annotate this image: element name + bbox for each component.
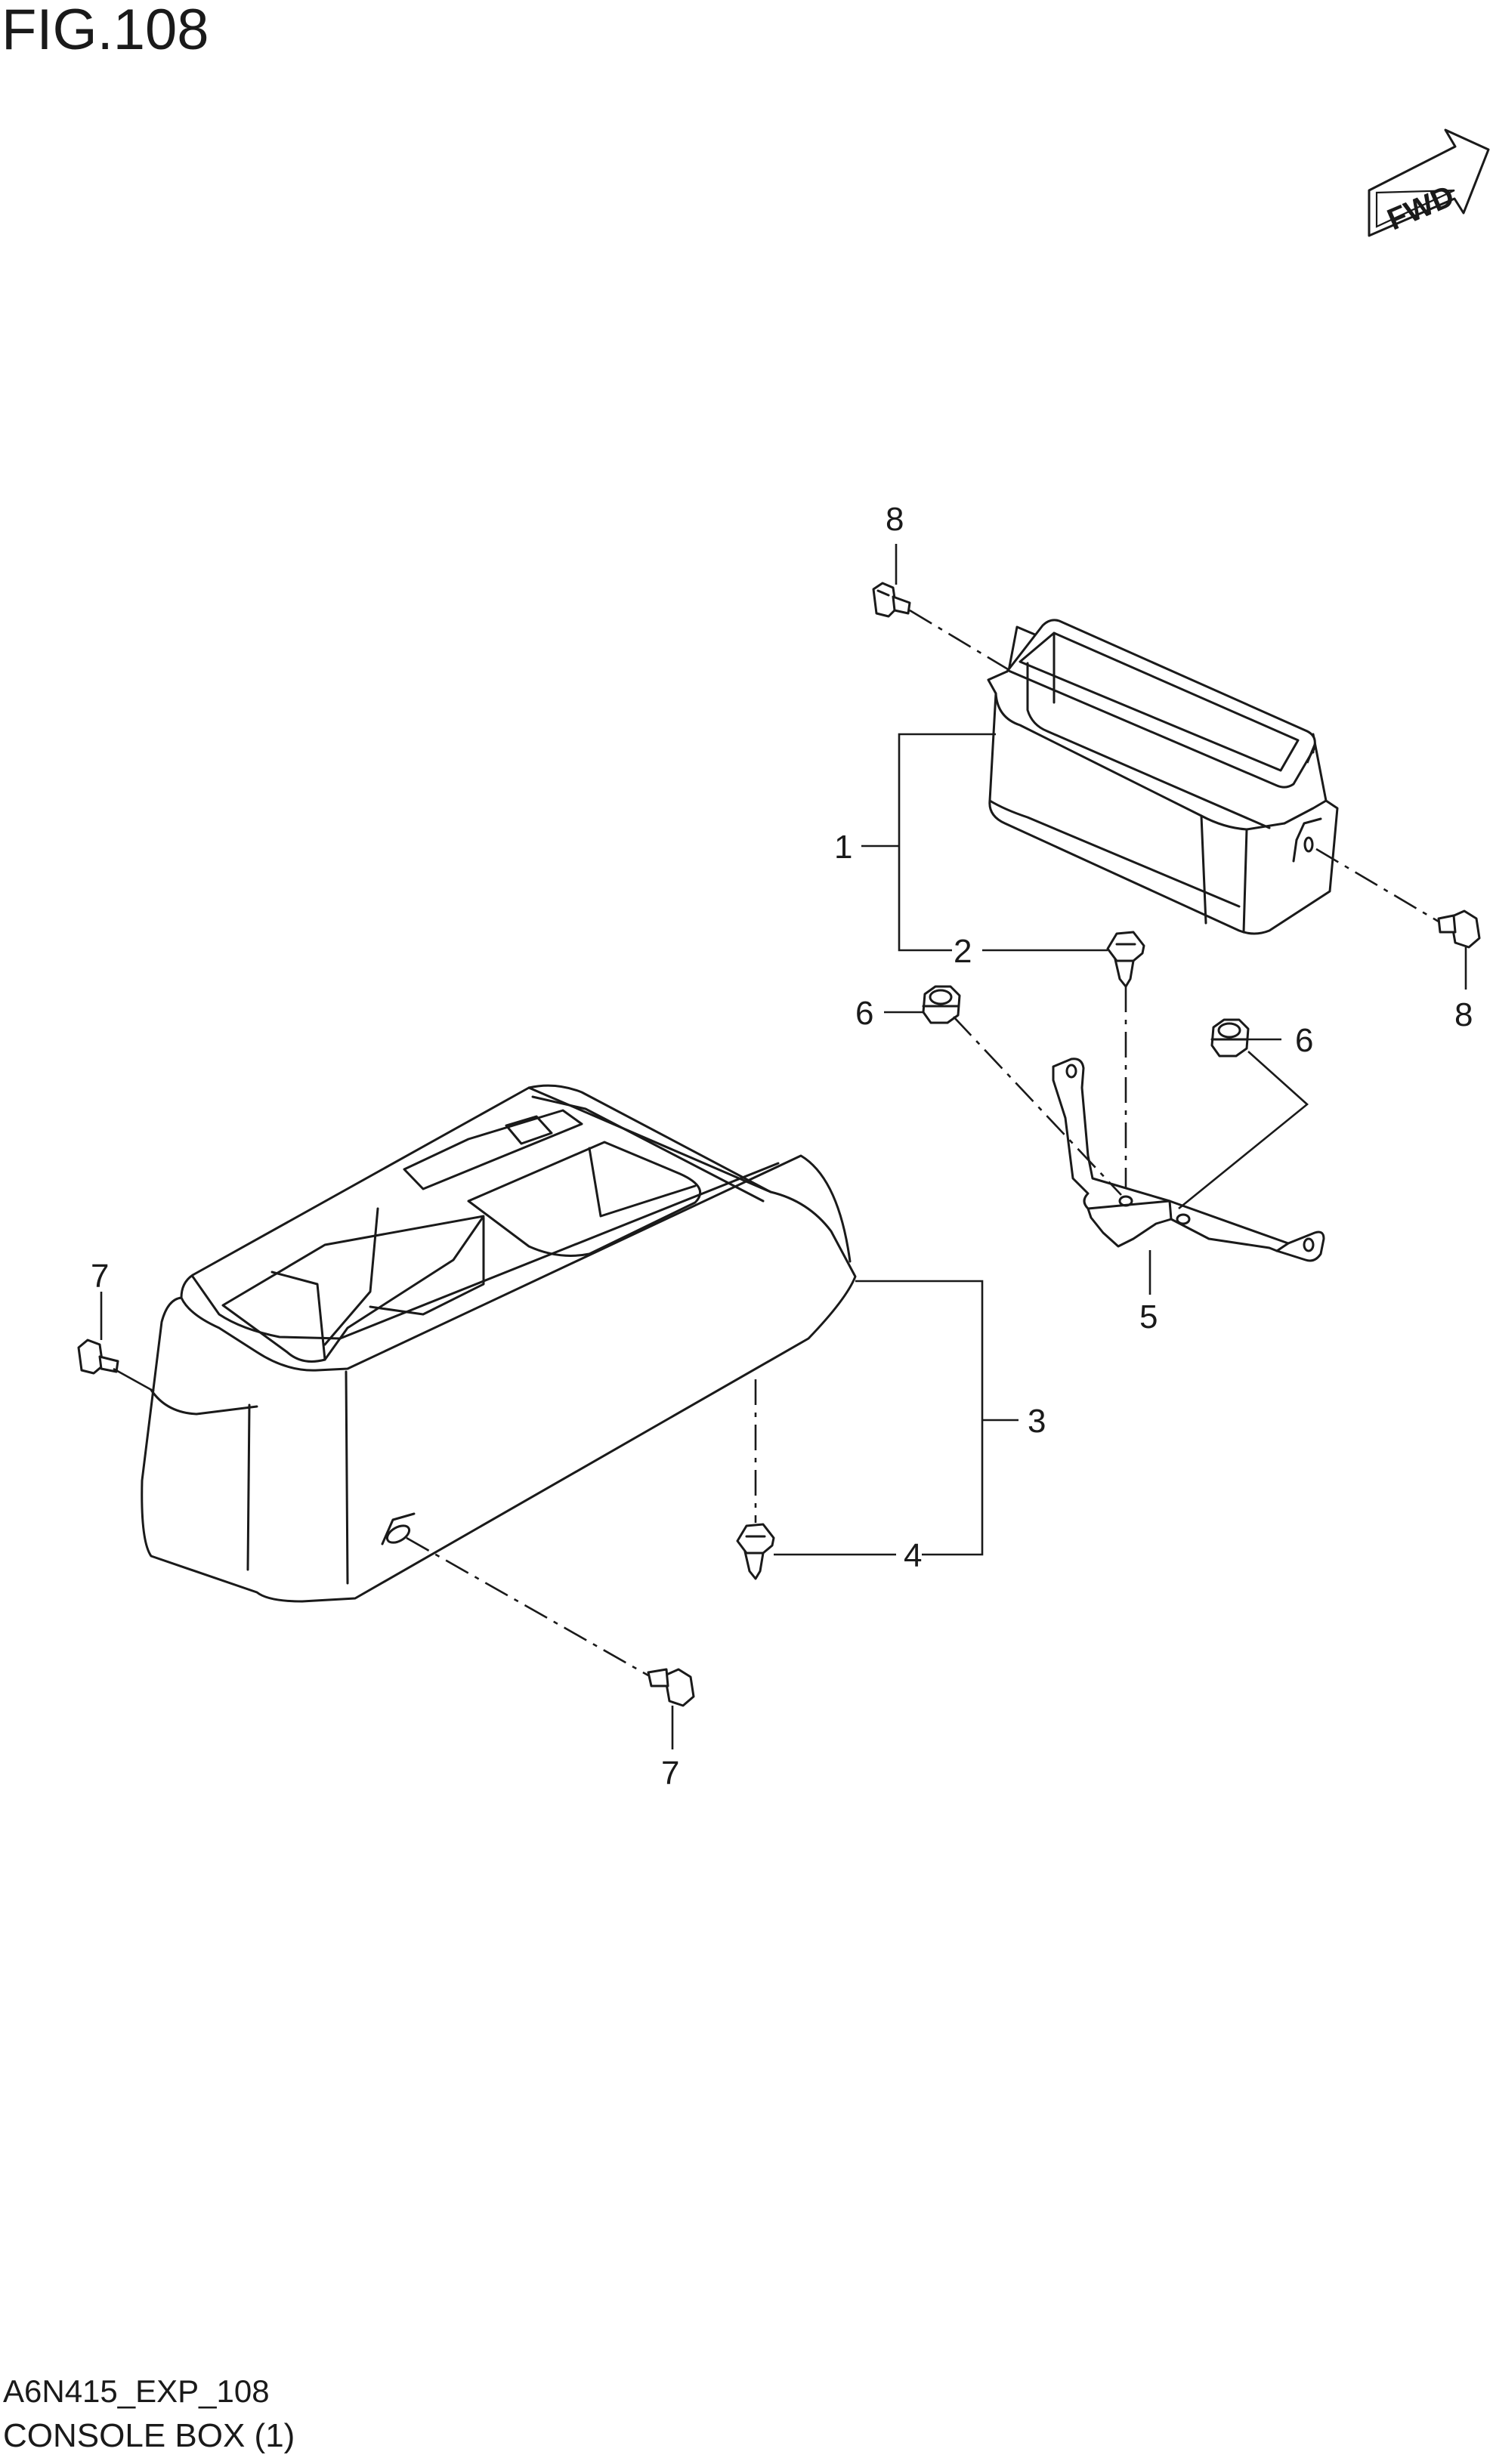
- nut-6-right: [1210, 1018, 1250, 1058]
- leader-3: [855, 1280, 984, 1556]
- clip-4: [736, 1523, 775, 1580]
- figure-code: A6N415_EXP_108: [3, 2373, 270, 2409]
- leader-8-left-part: [113, 1367, 155, 1393]
- lower-console: [141, 1084, 857, 1603]
- callout-7-top: 8: [886, 501, 904, 538]
- upper-console-box: [987, 619, 1339, 935]
- leader-6-right-fork: [1178, 1051, 1309, 1210]
- callout-8-left: 7: [91, 1258, 109, 1295]
- leader-1: [898, 733, 996, 952]
- callout-1: 1: [834, 829, 852, 866]
- assembly-line-7-top: [909, 609, 1009, 671]
- figure-title: FIG.108: [2, 0, 209, 62]
- nut-6-left: [922, 985, 961, 1024]
- callout-6-right: 6: [1295, 1022, 1313, 1059]
- callout-6-left: 6: [855, 995, 873, 1032]
- fwd-arrow-icon: FWD: [1368, 128, 1490, 237]
- screw-7-right: [1437, 909, 1481, 949]
- clip-2: [1106, 931, 1145, 988]
- screw-7-top: [872, 582, 911, 618]
- bracket: [1052, 1058, 1325, 1262]
- assembly-line-7-right: [1315, 848, 1439, 923]
- callout-4: 4: [904, 1537, 922, 1574]
- callout-7-right: 8: [1454, 996, 1473, 1033]
- callout-3: 3: [1028, 1403, 1046, 1440]
- callout-2: 2: [954, 933, 972, 970]
- callout-5: 5: [1139, 1298, 1158, 1335]
- assembly-line-8-bottom: [406, 1536, 649, 1677]
- screw-8-left: [77, 1339, 119, 1375]
- callout-8-bottom: 7: [661, 1755, 679, 1792]
- screw-8-bottom: [647, 1668, 695, 1707]
- assembly-line-6-left: [953, 1016, 1122, 1196]
- figure-caption: CONSOLE BOX (1): [3, 2417, 295, 2454]
